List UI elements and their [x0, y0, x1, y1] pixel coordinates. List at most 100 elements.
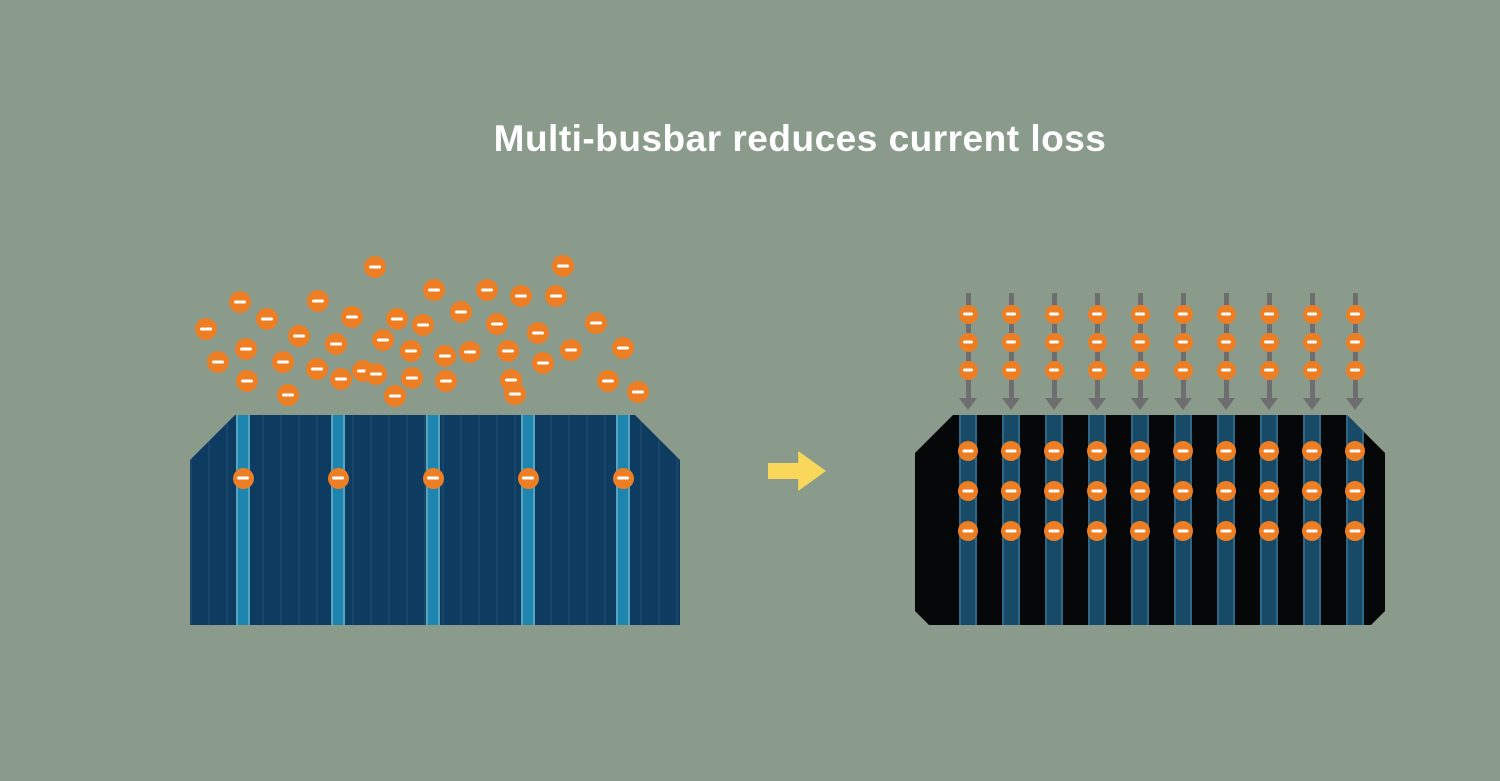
minus-glyph: [1048, 529, 1060, 533]
current-flow-arrowhead: [1045, 398, 1063, 410]
electron-icon: [400, 340, 422, 362]
busbar: [426, 415, 440, 625]
busbar: [1346, 415, 1364, 625]
minus-glyph: [1092, 368, 1102, 372]
electron-icon: [1044, 360, 1064, 380]
electron-icon: [1087, 441, 1107, 461]
electron-icon: [450, 301, 472, 323]
minus-glyph: [1135, 368, 1145, 372]
minus-glyph: [1091, 529, 1103, 533]
minus-glyph: [277, 360, 289, 364]
current-flow-arrowhead: [959, 398, 977, 410]
minus-glyph: [515, 294, 527, 298]
electron-icon: [229, 291, 251, 313]
electron-icon: [476, 279, 498, 301]
minus-glyph: [335, 377, 347, 381]
minus-glyph: [1005, 449, 1017, 453]
electron-icon: [1044, 521, 1064, 541]
minus-glyph: [522, 476, 534, 480]
electron-icon: [597, 370, 619, 392]
electron-icon: [256, 308, 278, 330]
electron-icon: [1087, 304, 1107, 324]
electron-icon: [1044, 481, 1064, 501]
minus-glyph: [240, 347, 252, 351]
electron-icon: [386, 308, 408, 330]
electron-icon: [627, 381, 649, 403]
electron-icon: [1173, 332, 1193, 352]
minus-glyph: [1221, 368, 1231, 372]
minus-glyph: [550, 294, 562, 298]
current-flow-arrowhead: [1346, 398, 1364, 410]
minus-glyph: [241, 379, 253, 383]
minus-glyph: [602, 379, 614, 383]
diagram-title: Multi-busbar reduces current loss: [493, 118, 1107, 159]
minus-glyph: [417, 323, 429, 327]
busbar: [616, 415, 630, 625]
minus-glyph: [1264, 368, 1274, 372]
electron-icon: [1001, 304, 1021, 324]
electron-icon: [958, 332, 978, 352]
electron-icon: [277, 384, 299, 406]
electron-icon: [207, 351, 229, 373]
electron-icon: [1216, 304, 1236, 324]
electron-icon: [958, 521, 978, 541]
minus-glyph: [1005, 489, 1017, 493]
minus-glyph: [1135, 340, 1145, 344]
electron-icon: [510, 285, 532, 307]
minus-glyph: [1307, 312, 1317, 316]
electron-icon: [459, 341, 481, 363]
electron-icon: [1173, 360, 1193, 380]
electron-icon: [585, 312, 607, 334]
minus-glyph: [370, 372, 382, 376]
electron-icon: [341, 306, 363, 328]
minus-glyph: [1306, 529, 1318, 533]
minus-glyph: [1349, 449, 1361, 453]
minus-glyph: [293, 334, 305, 338]
electron-icon: [497, 340, 519, 362]
electron-icon: [1259, 441, 1279, 461]
minus-glyph: [1134, 489, 1146, 493]
electron-icon: [1130, 481, 1150, 501]
electron-icon: [958, 360, 978, 380]
electron-icon: [434, 345, 456, 367]
minus-glyph: [505, 378, 517, 382]
minus-glyph: [963, 340, 973, 344]
electron-icon: [552, 255, 574, 277]
minus-glyph: [464, 350, 476, 354]
minus-glyph: [509, 392, 521, 396]
electron-icon: [1044, 304, 1064, 324]
electron-icon: [1130, 360, 1150, 380]
minus-glyph: [565, 348, 577, 352]
minus-glyph: [1177, 489, 1189, 493]
electron-icon: [1130, 521, 1150, 541]
electron-icon: [435, 370, 457, 392]
minus-glyph: [557, 264, 569, 268]
current-flow-arrowhead: [1303, 398, 1321, 410]
minus-glyph: [1177, 529, 1189, 533]
electron-icon: [1259, 332, 1279, 352]
minus-glyph: [1091, 489, 1103, 493]
minus-glyph: [491, 322, 503, 326]
minus-glyph: [1220, 529, 1232, 533]
electron-icon: [1001, 441, 1021, 461]
busbar: [1303, 415, 1321, 625]
electron-icon: [1087, 360, 1107, 380]
busbar: [331, 415, 345, 625]
minus-glyph: [1263, 529, 1275, 533]
minus-glyph: [1134, 529, 1146, 533]
minus-glyph: [1178, 312, 1188, 316]
electron-icon: [958, 304, 978, 324]
electron-icon: [1216, 521, 1236, 541]
electron-icon: [1044, 332, 1064, 352]
current-flow-arrowhead: [1217, 398, 1235, 410]
busbar: [1174, 415, 1192, 625]
electron-icon: [1345, 441, 1365, 461]
electron-icon: [1130, 441, 1150, 461]
busbar: [236, 415, 250, 625]
minus-glyph: [212, 360, 224, 364]
electron-icon: [1259, 521, 1279, 541]
electron-icon: [517, 467, 539, 489]
electron-icon: [1173, 481, 1193, 501]
minus-glyph: [1306, 449, 1318, 453]
